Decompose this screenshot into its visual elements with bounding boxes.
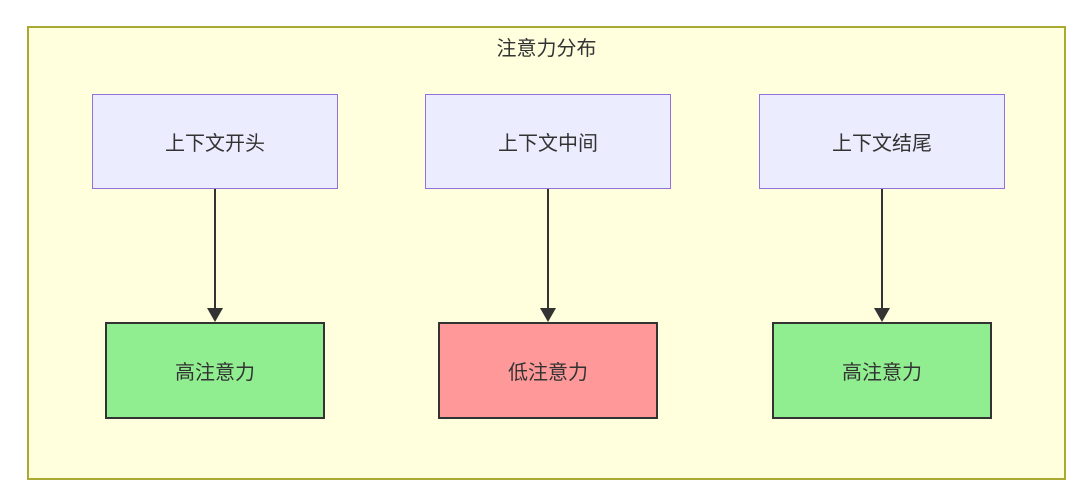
edge-context-end-to-result [874, 189, 890, 322]
edge-context-start-to-result [207, 189, 223, 322]
arrowhead-down-icon [207, 308, 223, 322]
node-low-attention-middle: 低注意力 [438, 322, 658, 419]
edge-line [547, 189, 549, 309]
edge-context-middle-to-result [540, 189, 556, 322]
edge-line [881, 189, 883, 309]
node-context-start: 上下文开头 [92, 94, 338, 189]
edge-line [214, 189, 216, 309]
node-high-attention-start: 高注意力 [105, 322, 325, 419]
arrowhead-down-icon [540, 308, 556, 322]
node-context-middle: 上下文中间 [425, 94, 671, 189]
node-high-attention-end: 高注意力 [772, 322, 992, 419]
attention-distribution-cluster: 注意力分布 上下文开头 高注意力 上下文中间 低注意力 上下文结尾 高注意力 [27, 26, 1066, 480]
node-context-end: 上下文结尾 [759, 94, 1005, 189]
diagram-title: 注意力分布 [496, 38, 597, 60]
arrowhead-down-icon [874, 308, 890, 322]
